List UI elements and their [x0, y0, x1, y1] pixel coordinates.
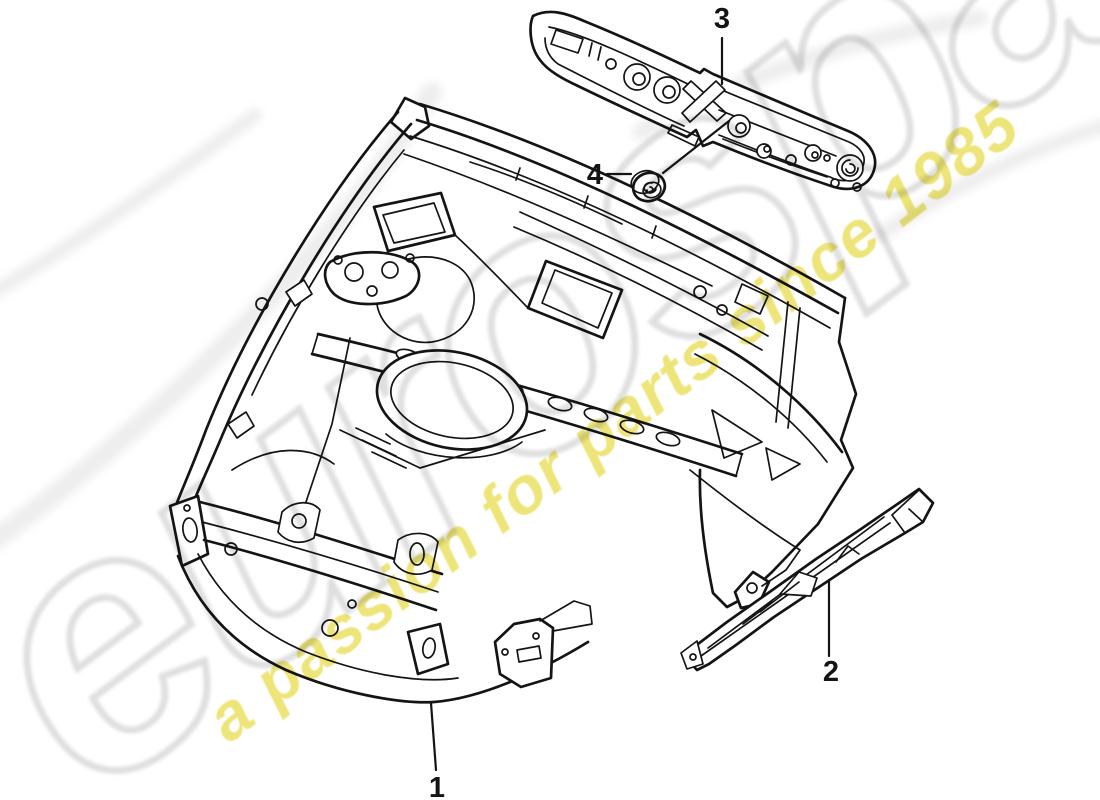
side-member-drawing — [680, 487, 935, 672]
grommet-drawing — [630, 169, 667, 203]
sealing-panel-drawing — [529, 10, 877, 192]
part-callout-3[interactable]: 3 — [714, 3, 730, 35]
part-callout-2[interactable]: 2 — [823, 656, 839, 688]
front-end-body-drawing — [168, 96, 858, 704]
part-callout-1[interactable]: 1 — [429, 772, 445, 800]
callout-leader-lines — [429, 36, 831, 772]
part-callout-4[interactable]: 4 — [587, 159, 603, 191]
